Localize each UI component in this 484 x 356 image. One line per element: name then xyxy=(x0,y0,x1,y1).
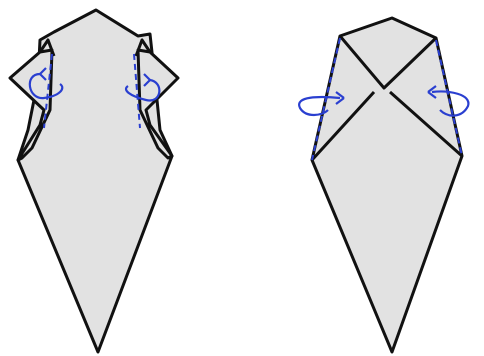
right-body-shape xyxy=(312,18,462,352)
figure-left xyxy=(10,10,178,352)
figure-right xyxy=(299,18,468,352)
